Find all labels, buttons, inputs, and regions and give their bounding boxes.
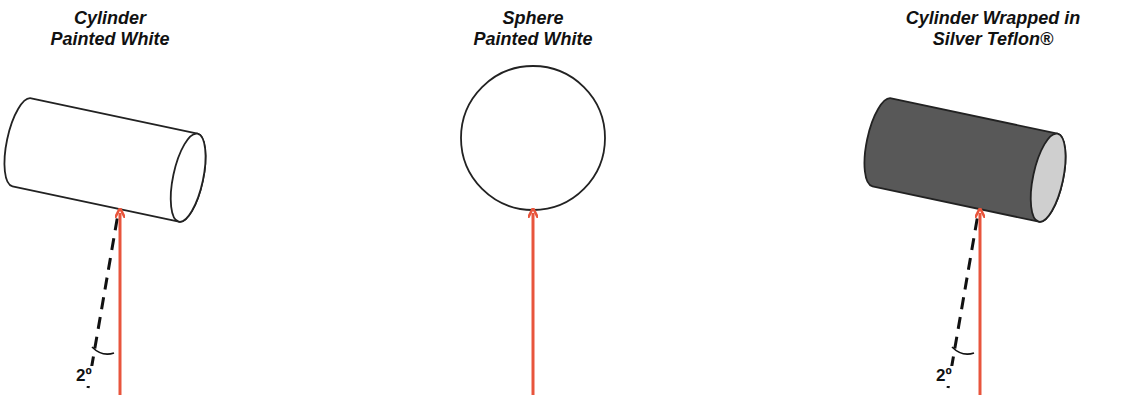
angle-label: 2º	[74, 366, 94, 386]
incident-arrow	[979, 213, 982, 395]
shape-node: Sphere Painted White	[453, 8, 613, 213]
shape-heading: Sphere Painted White	[471, 8, 594, 50]
shape-heading: Cylinder Painted White	[48, 8, 171, 50]
shape-node: Cylinder Wrapped in Silver Teflon®	[860, 8, 1126, 238]
angle-arc	[92, 347, 114, 354]
shape-node: Cylinder Painted White	[10, 8, 210, 238]
shape-heading: Cylinder Wrapped in Silver Teflon®	[879, 8, 1106, 50]
angle-label: 2º	[934, 366, 954, 386]
angle-arc	[952, 347, 974, 354]
white-cylinder	[0, 95, 212, 225]
incident-arrow	[119, 213, 122, 395]
white-sphere	[461, 66, 605, 210]
incident-arrow	[532, 213, 535, 395]
teflon-cylinder	[858, 95, 1072, 225]
dashed-normal	[948, 214, 978, 388]
dashed-normal	[88, 214, 118, 388]
